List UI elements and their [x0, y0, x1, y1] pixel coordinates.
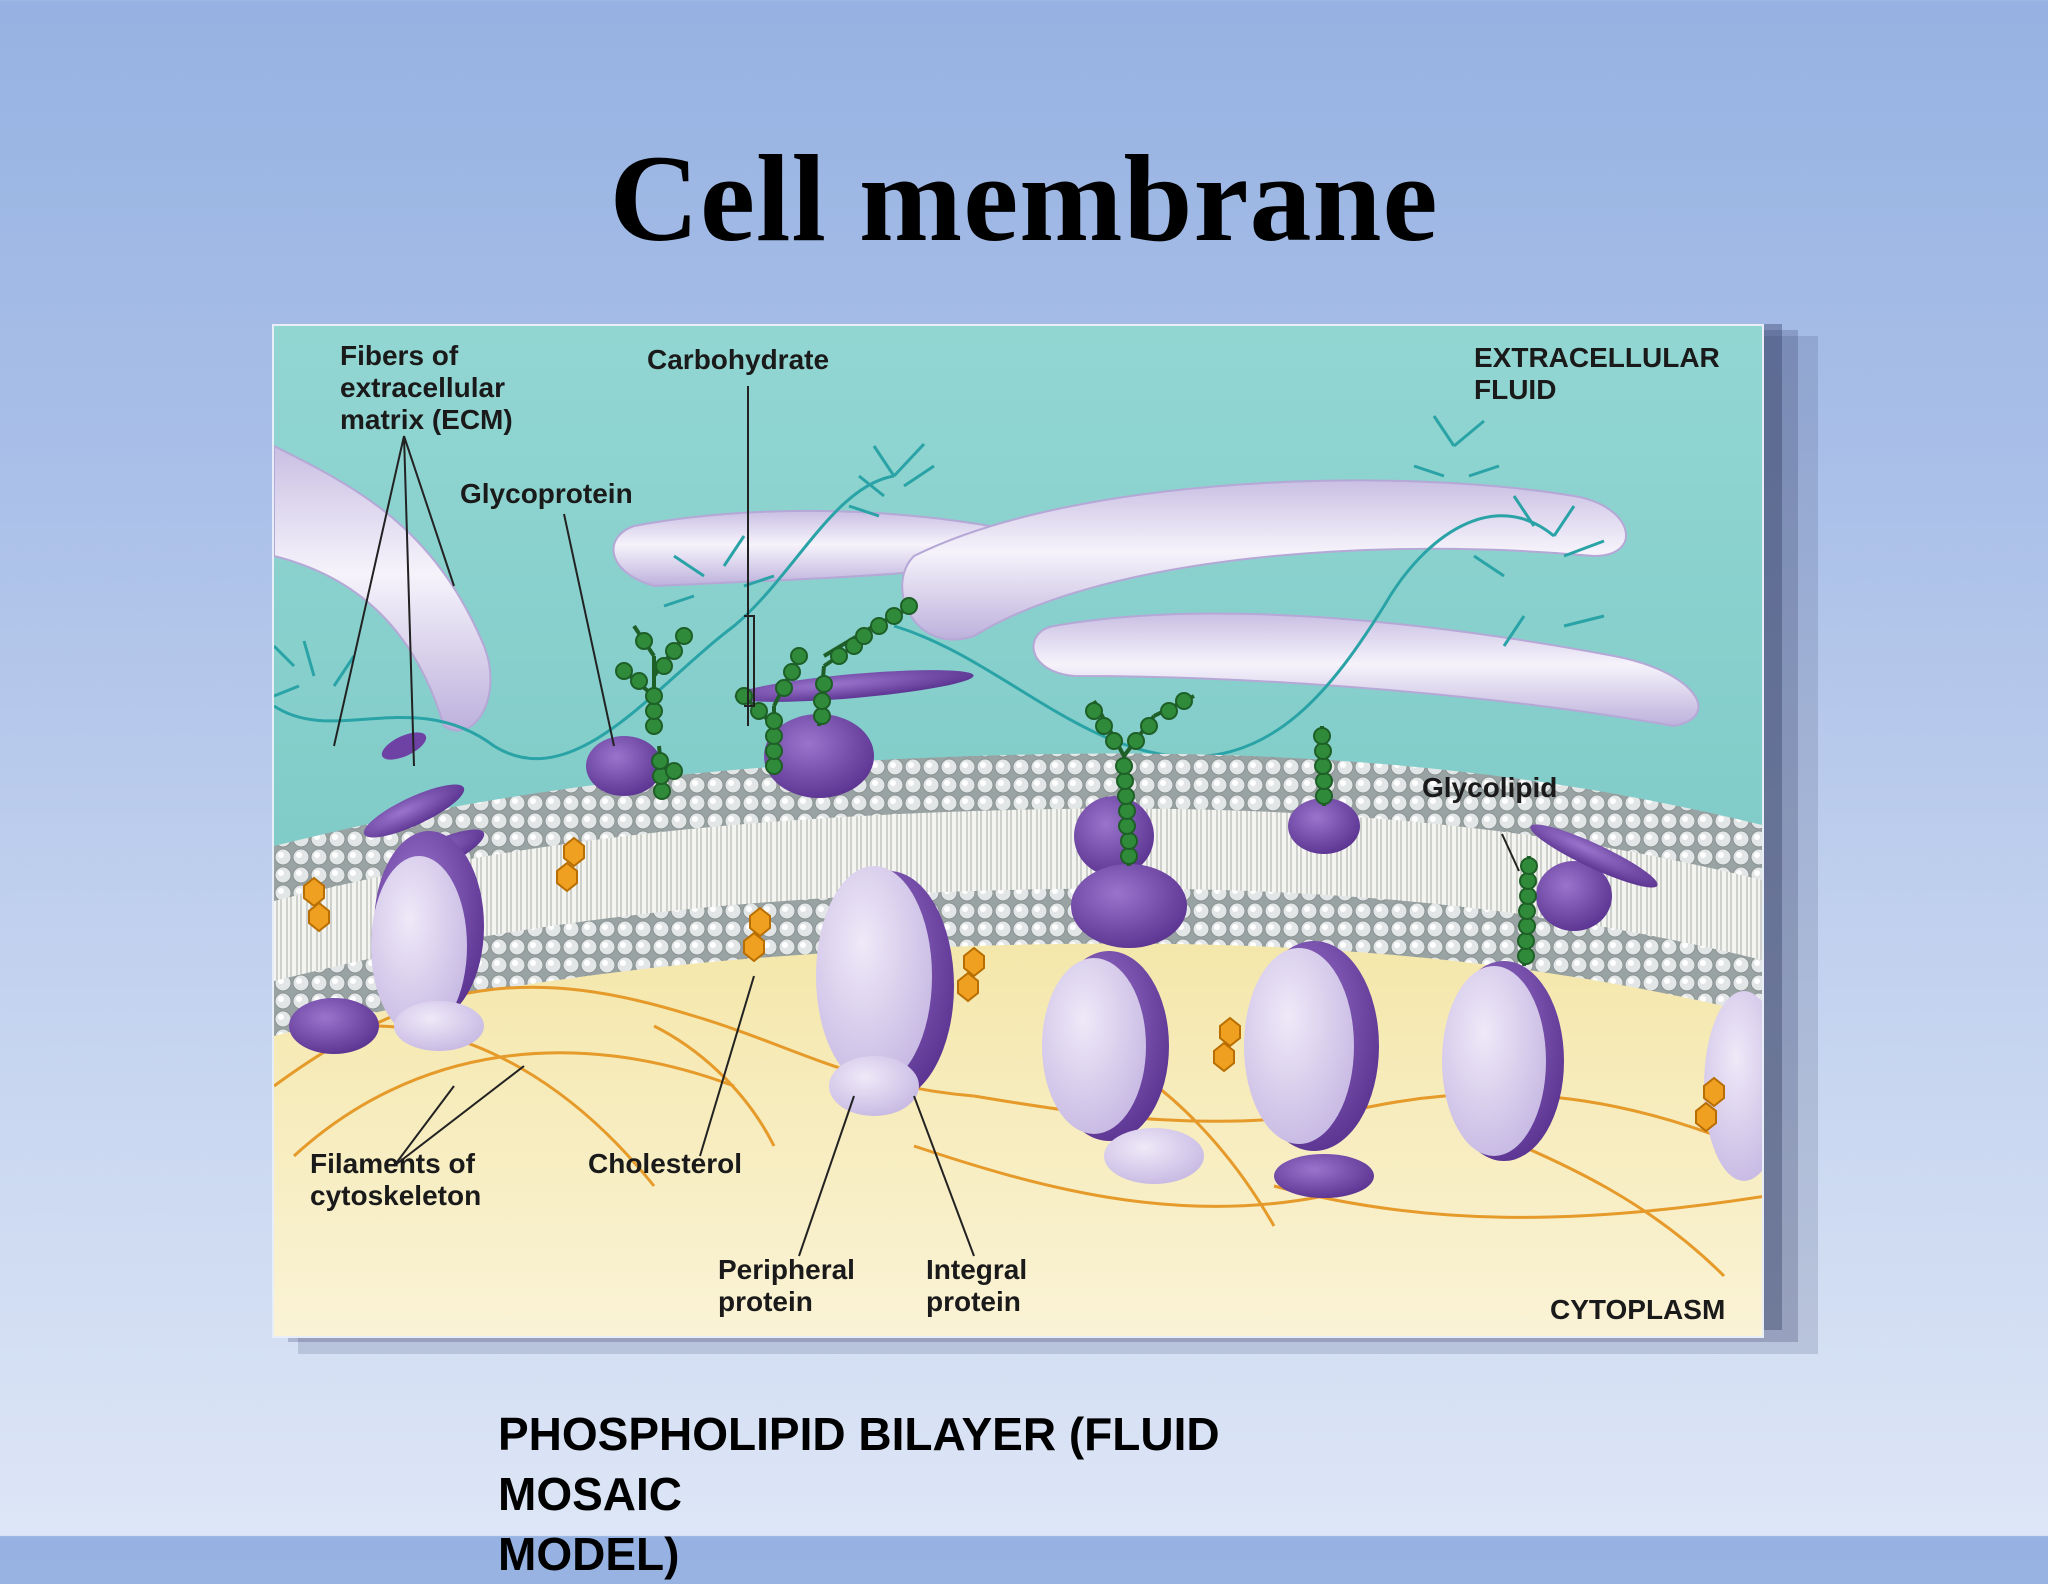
- ecm-fibers: [274, 444, 1700, 732]
- membrane-illustration: [274, 326, 1762, 1336]
- label-cytoplasm: CYTOPLASM: [1550, 1294, 1726, 1325]
- label-glycoprotein: Glycoprotein: [460, 478, 633, 509]
- label-glycolipid: Glycolipid: [1422, 772, 1558, 803]
- phospholipid-bilayer: [274, 753, 1762, 1036]
- carbohydrate-chains: [615, 597, 1538, 967]
- leader-lines: [333, 386, 1520, 1257]
- label-carbohydrate: Carbohydrate: [647, 344, 830, 375]
- slide-caption: PHOSPHOLIPID BILAYER (FLUID MOSAIC MODEL…: [498, 1408, 1220, 1580]
- label-cholesterol: Cholesterol: [588, 1148, 743, 1179]
- slide-title: Cell membrane: [609, 130, 1439, 267]
- label-integral-protein: Integral protein: [926, 1254, 1028, 1317]
- cholesterol-molecules: [303, 836, 1725, 1133]
- ecm-fiber-strands: [274, 415, 1605, 797]
- membrane-proteins: [289, 670, 1762, 1198]
- membrane-diagram: Fibers of extracellular matrix (ECM) Car…: [272, 324, 1764, 1338]
- label-peripheral-protein: Peripheral protein: [718, 1254, 855, 1317]
- label-ecm-fibers: Fibers of extracellular matrix (ECM): [340, 340, 513, 435]
- label-cytoskeleton-filaments: Filaments of cytoskeleton: [310, 1148, 482, 1211]
- label-extracellular-fluid: EXTRACELLULAR FLUID: [1474, 342, 1720, 405]
